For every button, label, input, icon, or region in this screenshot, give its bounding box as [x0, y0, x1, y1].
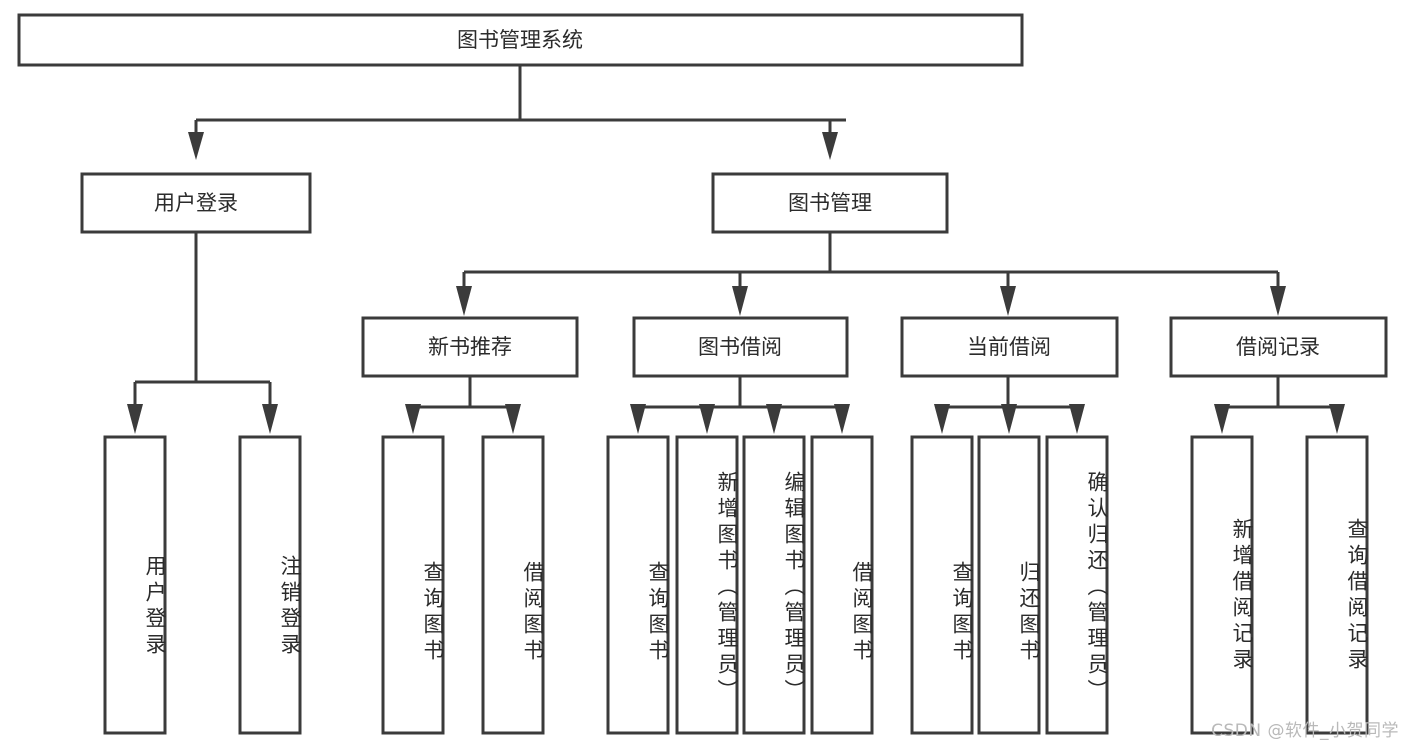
arrow-icon	[1270, 286, 1286, 316]
connector-bookmgmt-to-level3	[456, 233, 1286, 316]
leaf-box-query-record	[1305, 435, 1369, 735]
arrow-icon	[1329, 404, 1345, 434]
leaf-box-query-book-3	[910, 435, 974, 735]
node-root-label: 图书管理系统	[457, 28, 583, 52]
node-user-login[interactable]: 用户登录	[80, 172, 312, 234]
node-book-management-label: 图书管理	[788, 191, 872, 215]
arrow-icon	[834, 404, 850, 434]
leaf-box-query-book-1	[381, 435, 445, 735]
leaf-boxes	[103, 435, 1369, 735]
arrow-icon	[505, 404, 521, 434]
arrow-icon	[732, 286, 748, 316]
node-book-borrow-label: 图书借阅	[698, 335, 782, 359]
node-borrow-record-label: 借阅记录	[1236, 335, 1320, 359]
arrow-icon	[699, 404, 715, 434]
arrow-icon	[188, 132, 204, 160]
node-root[interactable]: 图书管理系统	[17, 13, 1024, 67]
arrow-icon	[1000, 286, 1016, 316]
leaf-box-add-book	[675, 435, 739, 735]
leaf-box-borrow-book-1	[481, 435, 545, 735]
arrow-icon	[1214, 404, 1230, 434]
leaf-box-borrow-book-2	[810, 435, 874, 735]
connector-bookborrow-to-leaves	[630, 377, 850, 434]
node-new-book-recommend-label: 新书推荐	[428, 335, 512, 359]
leaf-box-edit-book	[742, 435, 806, 735]
node-new-book-recommend[interactable]: 新书推荐	[361, 316, 579, 378]
arrow-icon	[127, 404, 143, 434]
leaf-box-return-book	[977, 435, 1041, 735]
arrow-icon	[822, 132, 838, 160]
connector-currentborrow-to-leaves	[934, 377, 1085, 434]
arrow-icon	[934, 404, 950, 434]
arrow-icon	[456, 286, 472, 316]
node-user-login-label: 用户登录	[154, 191, 238, 215]
arrow-icon	[262, 404, 278, 434]
node-book-borrow[interactable]: 图书借阅	[632, 316, 849, 378]
leaf-box-add-record	[1190, 435, 1254, 735]
connector-borrowrecord-to-leaves	[1214, 377, 1345, 434]
leaf-box-logout	[238, 435, 302, 735]
node-book-management[interactable]: 图书管理	[711, 172, 949, 234]
arrow-icon	[1001, 404, 1017, 434]
connector-root-to-level2	[188, 66, 846, 160]
connector-userlogin-to-leaves	[127, 233, 278, 434]
arrow-icon	[630, 404, 646, 434]
node-current-borrow-label: 当前借阅	[967, 335, 1051, 359]
arrow-icon	[405, 404, 421, 434]
connector-newbook-to-leaves	[405, 377, 521, 434]
arrow-icon	[766, 404, 782, 434]
leaf-box-user-login	[103, 435, 167, 735]
leaf-box-query-book-2	[606, 435, 670, 735]
node-current-borrow[interactable]: 当前借阅	[900, 316, 1119, 378]
node-borrow-record[interactable]: 借阅记录	[1169, 316, 1388, 378]
watermark-text: CSDN @软件_小贺同学	[1211, 721, 1399, 741]
arrow-icon	[1069, 404, 1085, 434]
leaf-box-confirm-return	[1045, 435, 1109, 735]
